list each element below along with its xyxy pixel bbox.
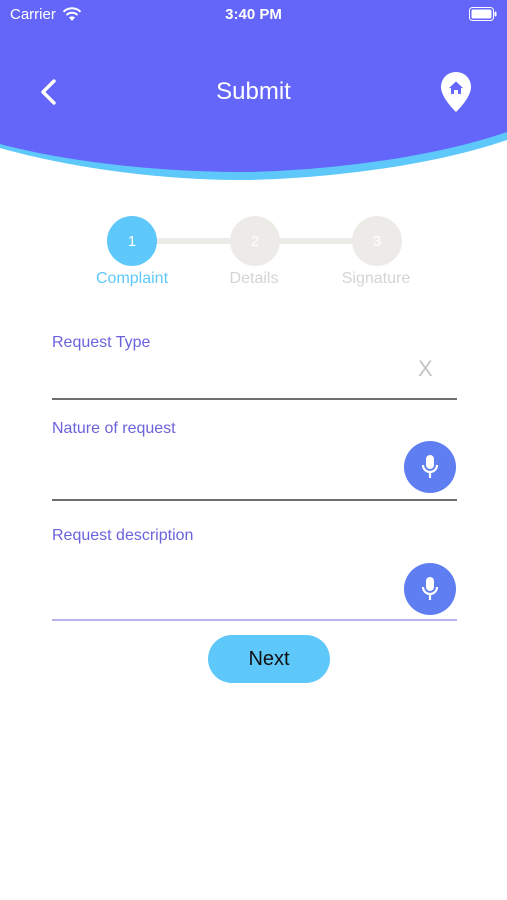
step-1-label: Complaint [95,270,169,287]
request-description-underline [52,619,457,621]
request-type-label: Request Type [52,334,151,351]
step-1-circle[interactable]: 1 [107,216,157,266]
battery-icon [469,7,497,21]
clear-request-type-button[interactable]: X [418,356,433,381]
step-3-circle[interactable]: 3 [352,216,402,266]
status-time: 3:40 PM [225,6,282,23]
request-description-input[interactable] [52,578,392,606]
request-description-label: Request description [52,527,194,544]
request-type-underline [52,398,457,400]
home-location-pin-icon[interactable] [439,70,473,114]
carrier-label: Carrier [10,6,56,23]
description-mic-button[interactable] [404,563,456,615]
nature-of-request-input[interactable] [52,458,392,486]
microphone-icon [421,455,439,478]
progress-stepper: 1 2 3 Complaint Details Signature [0,214,507,294]
step-3-number: 3 [372,232,382,250]
step-1-number: 1 [127,232,137,250]
nature-mic-button[interactable] [404,441,456,493]
request-type-input[interactable] [52,360,392,388]
next-button[interactable]: Next [208,635,330,683]
microphone-icon [421,577,439,600]
step-2-number: 2 [250,232,260,250]
chevron-left-icon [41,79,56,105]
step-3-label: Signature [341,270,411,287]
wifi-icon [62,7,82,21]
nature-of-request-underline [52,499,457,501]
header-background [0,0,507,180]
step-connector-1 [156,238,233,244]
status-bar: Carrier 3:40 PM [0,0,507,30]
back-button[interactable] [30,72,66,112]
page-title: Submit [216,78,291,105]
step-connector-2 [278,238,356,244]
nature-of-request-label: Nature of request [52,420,176,437]
step-2-label: Details [229,270,279,287]
step-2-circle[interactable]: 2 [230,216,280,266]
